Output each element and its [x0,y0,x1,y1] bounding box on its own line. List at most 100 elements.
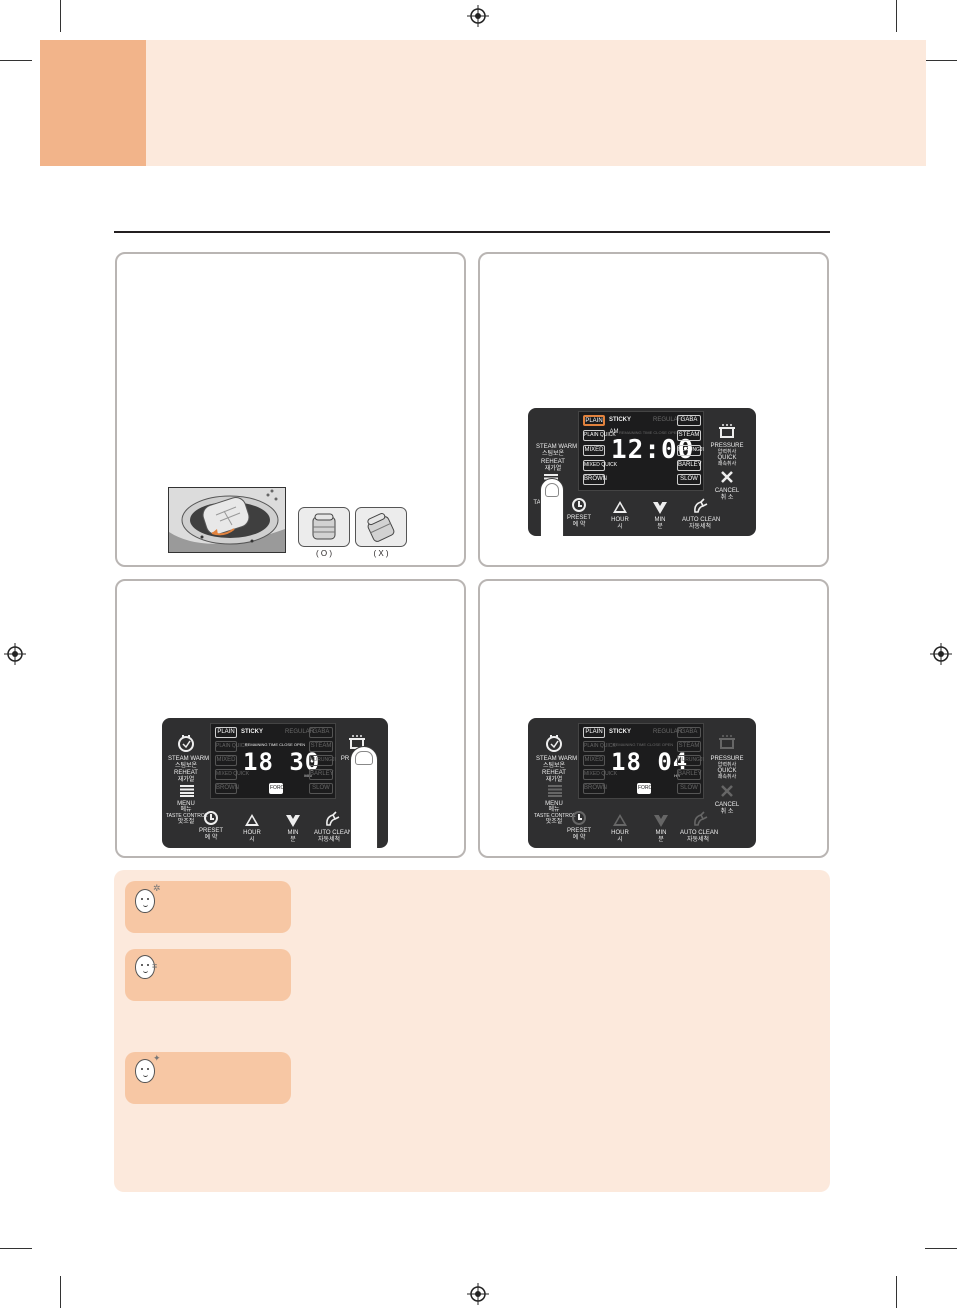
sticky-label: STICKY [241,729,264,735]
pressure-label: PRESSURE [710,756,744,762]
preset-clock-icon[interactable] [572,498,586,512]
menu-brown-indicator: BROWN [215,783,239,794]
menu-mixed-indicator: MIXED [215,755,237,766]
steam-cap-illustration [168,487,286,553]
menu-steam-indicator: STEAM [677,741,701,752]
menu-plain-indicator: PLAIN [583,415,605,426]
menu-mixed-quick-indicator: MIXED QUICK [583,460,617,471]
egg-character-icon [135,1059,155,1083]
menu-mixed-quick-indicator: MIXED QUICK [215,769,249,780]
hour-up-arrow-icon[interactable] [613,814,627,826]
min-label: MIN [654,517,666,523]
crop-mark [925,1248,957,1249]
regular-label: REGULAR [653,729,683,735]
menu-ko-label: 메뉴 [548,807,560,813]
motion-lines-icon: ≡ [152,961,158,971]
menu-label: MENU [545,801,563,807]
menu-barley-indicator: BARLEY [677,460,702,471]
pressure-label: PRESSURE [710,443,744,449]
steam-warm-ko-label: 스팀보온 [542,763,566,769]
quick-label: QUICK [717,768,737,774]
min-down-arrow-icon[interactable] [286,812,300,827]
preset-label: PRESET [566,515,591,521]
auto-clean-label: AUTO CLEAN [680,830,719,836]
min-down-arrow-icon[interactable] [653,499,667,514]
hour-label: HOUR [611,830,629,836]
regular-label: REGULAR [285,729,315,735]
menu-steam-indicator: STEAM [677,430,701,441]
menu-icon[interactable] [548,785,562,797]
preset-label: PRESET [198,828,223,834]
status-label: REMAINING TIME CLOSE OPEN [244,742,306,747]
auto-clean-label: AUTO CLEAN [314,830,353,836]
menu-plain-quick-indicator: PLAIN QUICK [583,741,616,752]
header-band [146,40,926,166]
status-label: REMAINING TIME CLOSE OPEN [612,742,674,747]
auto-clean-icon[interactable] [692,811,708,827]
steam-warm-label: STEAM WARM [168,756,210,762]
auto-clean-icon[interactable] [324,811,340,827]
preset-clock-icon[interactable] [572,811,586,825]
cancel-ko-label: 취 소 [720,495,734,501]
reheat-ko-label: 재가열 [177,777,195,783]
taste-control-ko-label: 맛조절 [177,819,195,825]
step-4-panel: STEAM WARM 스팀보온 REHEAT 재가열 MENU 메뉴 TASTE… [478,579,829,858]
auto-clean-icon[interactable] [692,498,708,514]
menu-brown-indicator: BROWN [583,474,607,485]
crop-mark [0,60,32,61]
cancel-icon[interactable] [720,784,734,798]
hour-label: HOUR [611,517,629,523]
cancel-label: CANCEL [714,488,740,494]
am-label: AM [609,429,619,435]
sticky-label: STICKY [609,729,632,735]
pressure-ko-label: 압력취사 [717,449,737,455]
menu-slow-indicator: SLOW [309,783,333,794]
control-panel: STEAM WARM 스팀보온 REHEAT 재가열 MENU 메뉴 TASTE… [528,718,756,848]
steam-warm-icon[interactable] [545,734,563,752]
status-label: REMAINING TIME CLOSE OPEN [619,430,680,435]
reheat-label: REHEAT [542,770,566,776]
lcd-display: PLAIN PLAIN QUICK MIXED MIXED QUICK BROW… [578,411,704,491]
time-digits: 18 04 [611,748,689,776]
force-indicator: FORCE [269,783,288,794]
quick-ko-label: 쾌속취사 [717,774,737,780]
auto-clean-ko-label: 자동세척 [688,524,712,530]
registration-mark-icon [4,643,26,665]
menu-plain-indicator: PLAIN [215,727,237,738]
menu-plain-quick-indicator: PLAIN QUICK [215,741,248,752]
menu-gaba-indicator: GABA [677,727,701,738]
step-2-panel: STEAM WARM 스팀보온 REHEAT 재가열 TA PLAIN PLAI… [478,252,829,567]
pressure-icon[interactable] [718,734,736,750]
hour-up-arrow-icon[interactable] [613,501,627,513]
preset-ko-label: 예 약 [572,835,586,841]
step-1-panel: ( O ) ( X ) [115,252,466,567]
hour-up-arrow-icon[interactable] [245,814,259,826]
menu-plain-quick-indicator: PLAIN QUICK [583,430,616,441]
preset-ko-label: 예 약 [572,522,586,528]
taste-control-label: TASTE CONTROL [534,813,576,819]
header-tab [40,40,146,166]
reheat-label: REHEAT [541,459,565,465]
min-ko-label: 분 [657,524,663,530]
steam-warm-icon[interactable] [177,734,195,752]
preset-clock-icon[interactable] [204,811,218,825]
section-rule [114,231,830,233]
min-label: MIN [655,830,667,836]
sticky-label: STICKY [609,417,632,423]
cancel-icon[interactable] [720,470,734,484]
menu-label: MENU [177,801,195,807]
min-down-arrow-icon[interactable] [654,812,668,827]
preset-label: PRESET [566,828,591,834]
steam-warm-label: STEAM WARM [536,756,578,762]
pressure-icon[interactable] [718,423,736,439]
correct-symbol: ( O ) [316,549,332,558]
menu-icon[interactable] [180,785,194,797]
lcd-display: PLAIN PLAIN QUICK MIXED MIXED QUICK BROW… [578,723,704,799]
crop-mark [0,1248,32,1249]
min-ko-label: 분 [658,837,664,843]
taste-control-label: TASTE CONTROL [166,813,208,819]
menu-barley-indicator: BARLEY [309,769,334,780]
menu-nurungji-indicator: NURUNGJI [677,445,704,456]
crop-mark [60,0,61,32]
pressure-label: PR [340,756,350,762]
